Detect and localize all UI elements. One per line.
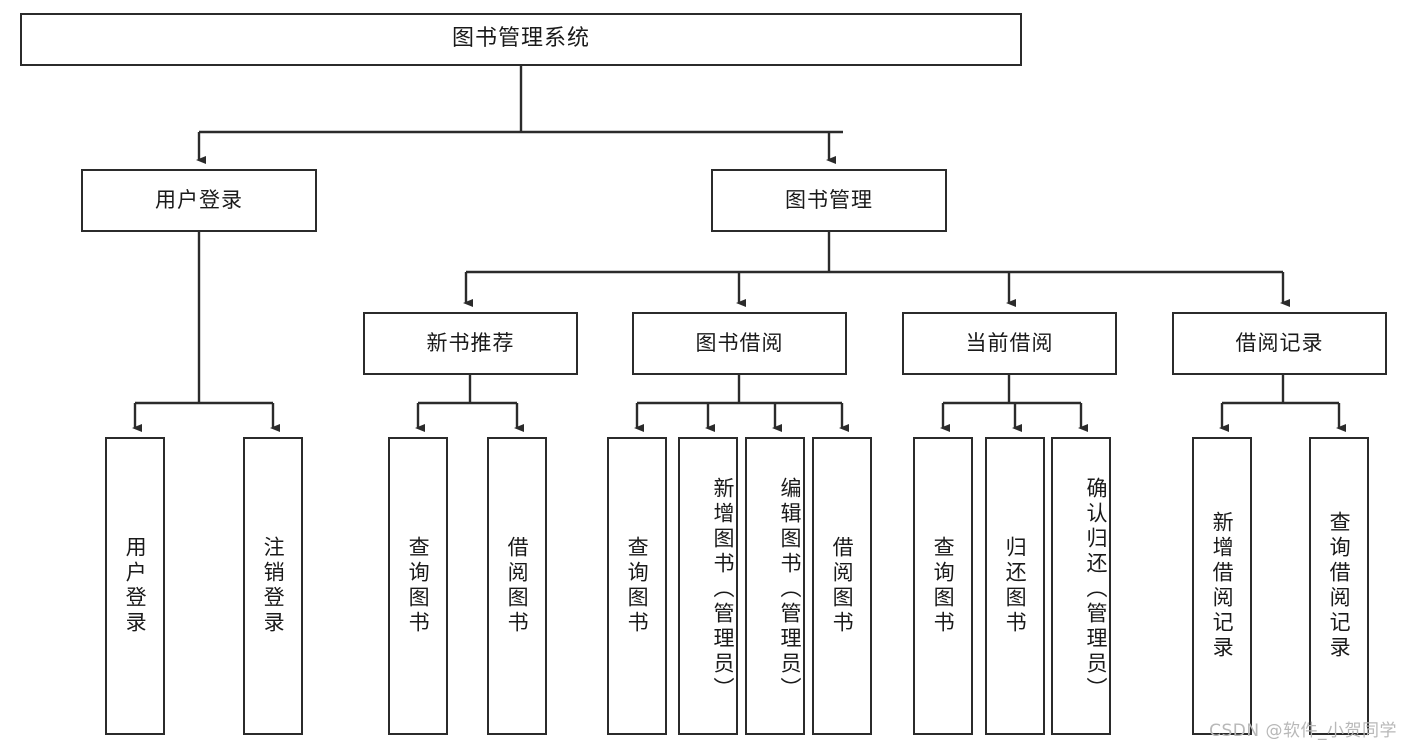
leaf-query-books-newbook[interactable]: 查询图书 xyxy=(388,437,448,735)
leaf-return-books[interactable]: 归还图书 xyxy=(985,437,1045,735)
leaf-user-login[interactable]: 用户登录 xyxy=(105,437,165,735)
node-root-book-management-system[interactable]: 图书管理系统 xyxy=(20,13,1022,66)
node-user-login[interactable]: 用户登录 xyxy=(81,169,317,232)
node-book-management[interactable]: 图书管理 xyxy=(711,169,947,232)
leaf-borrow-books[interactable]: 借阅图书 xyxy=(812,437,872,735)
leaf-query-books-borrow[interactable]: 查询图书 xyxy=(607,437,667,735)
leaf-query-books-current[interactable]: 查询图书 xyxy=(913,437,973,735)
leaf-add-borrow-record[interactable]: 新增借阅记录 xyxy=(1192,437,1252,735)
leaf-logout-login[interactable]: 注销登录 xyxy=(243,437,303,735)
node-book-borrowing[interactable]: 图书借阅 xyxy=(632,312,847,375)
leaf-confirm-return-admin[interactable]: 确认归还（管理员） xyxy=(1051,437,1111,735)
leaf-borrow-books-newbook[interactable]: 借阅图书 xyxy=(487,437,547,735)
leaf-query-borrow-record[interactable]: 查询借阅记录 xyxy=(1309,437,1369,735)
leaf-edit-book-admin[interactable]: 编辑图书（管理员） xyxy=(745,437,805,735)
node-borrowing-record[interactable]: 借阅记录 xyxy=(1172,312,1387,375)
node-current-borrowing[interactable]: 当前借阅 xyxy=(902,312,1117,375)
leaf-add-book-admin[interactable]: 新增图书（管理员） xyxy=(678,437,738,735)
node-new-book-recommendation[interactable]: 新书推荐 xyxy=(363,312,578,375)
